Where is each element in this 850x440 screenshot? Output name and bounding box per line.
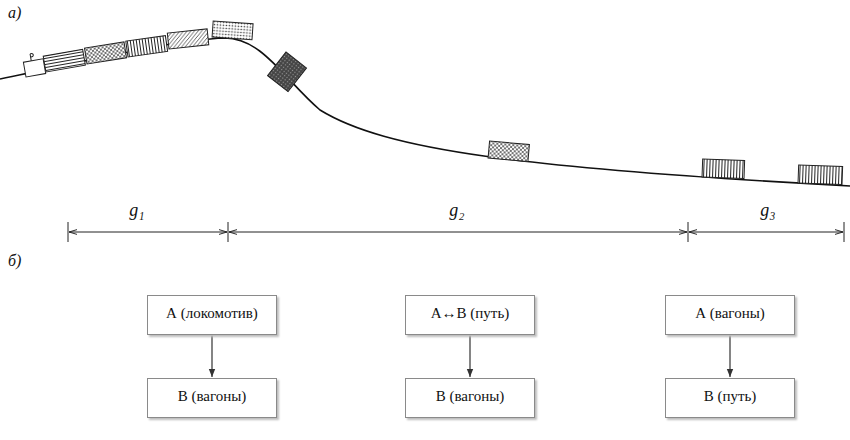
process-box: А (вагоны) bbox=[665, 295, 795, 335]
flow-arrow bbox=[729, 335, 730, 377]
track-profile bbox=[0, 38, 850, 186]
wagon bbox=[488, 141, 529, 161]
wagon bbox=[268, 52, 307, 92]
flow-arrow bbox=[211, 335, 212, 377]
box-text: А (локомотив) bbox=[160, 305, 264, 322]
locomotive bbox=[22, 52, 46, 77]
process-box: В (вагоны) bbox=[405, 378, 535, 418]
wagon bbox=[702, 159, 745, 178]
dimension-label: g₁ bbox=[127, 200, 146, 221]
flow-arrow bbox=[469, 335, 470, 377]
process-box: В (вагоны) bbox=[147, 378, 277, 418]
process-box: В (путь) bbox=[665, 378, 795, 418]
part-label: а) bbox=[8, 4, 21, 22]
box-text: В (вагоны) bbox=[418, 388, 522, 405]
wagon bbox=[84, 42, 126, 64]
wagon bbox=[126, 36, 168, 57]
wagon bbox=[212, 21, 253, 40]
process-box: А↔В (путь) bbox=[405, 295, 535, 335]
process-box: А (локомотив) bbox=[147, 295, 277, 335]
wagon bbox=[43, 49, 85, 72]
wagon bbox=[167, 29, 208, 49]
box-text: В (путь) bbox=[678, 388, 782, 405]
part-label: б) bbox=[8, 252, 21, 270]
dimension-label: g₂ bbox=[447, 200, 466, 221]
dimension-line bbox=[68, 222, 844, 242]
wagon bbox=[798, 165, 843, 185]
box-text: А (вагоны) bbox=[678, 305, 782, 322]
dimension-label: g₃ bbox=[758, 200, 777, 221]
box-text: В (вагоны) bbox=[160, 388, 264, 405]
box-text: А↔В (путь) bbox=[418, 305, 522, 322]
